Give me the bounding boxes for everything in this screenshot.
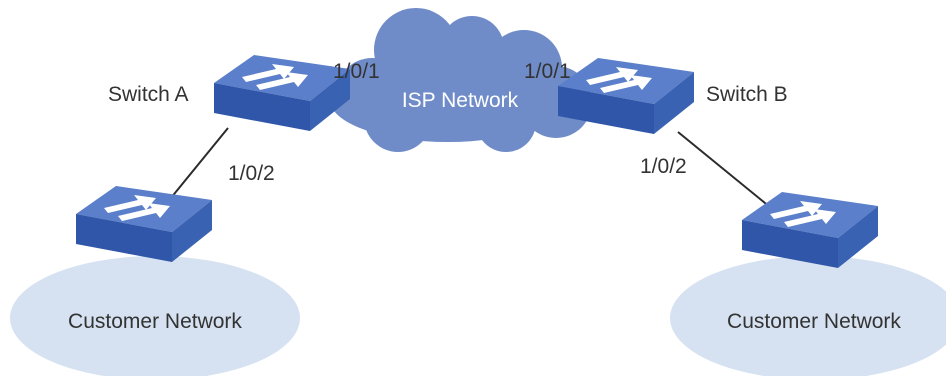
customer-network-right-area: [670, 256, 946, 376]
switch-a-label: Switch A: [108, 83, 189, 106]
switch-a-downlink-port-label: 1/0/2: [228, 162, 275, 185]
customer-network-left-label: Customer Network: [68, 310, 242, 333]
customer-switch-left-icon: [76, 186, 212, 262]
switch-b-downlink-port-label: 1/0/2: [640, 155, 687, 178]
switch-b-label: Switch B: [706, 83, 788, 106]
customer-switch-right-icon: [742, 192, 878, 268]
switch-b-icon: [558, 58, 694, 134]
customer-network-left-area: [10, 256, 300, 376]
link-switch-a-to-customer-switch-left: [165, 127, 229, 205]
link-switch-b-to-customer-switch-right: [677, 131, 777, 213]
switch-b-uplink-port-label: 1/0/1: [524, 60, 571, 83]
switch-a-icon: [214, 55, 350, 131]
isp-network-label: ISP Network: [402, 89, 519, 112]
customer-network-right-label: Customer Network: [727, 310, 901, 333]
switch-a-uplink-port-label: 1/0/1: [333, 60, 380, 83]
